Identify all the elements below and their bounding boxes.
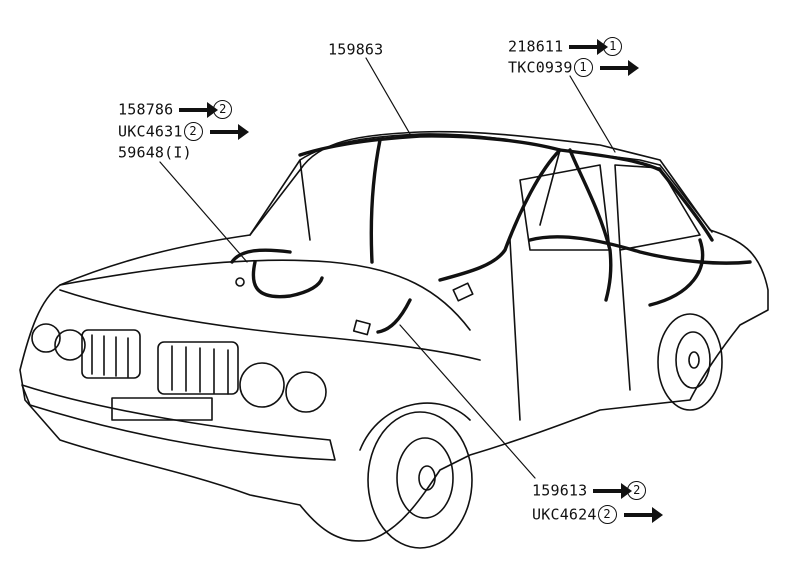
connector-front xyxy=(452,282,474,302)
leader-159613 xyxy=(399,324,536,479)
note-circle-icon: 2 xyxy=(183,122,203,141)
front-harness-wire xyxy=(230,248,292,264)
leader-218611 xyxy=(569,75,616,153)
arrow-icon xyxy=(179,101,219,118)
headlamp-4 xyxy=(285,371,327,413)
front-harness-wire-2 xyxy=(251,260,324,299)
bonnet-line xyxy=(59,259,471,331)
grille-left xyxy=(81,329,141,379)
arrow-icon xyxy=(209,123,249,140)
part-number-158786: 158786 xyxy=(118,100,174,119)
number-plate xyxy=(111,397,213,421)
part-number-ukc4624: UKC4624 xyxy=(532,505,597,524)
door-line xyxy=(509,239,631,421)
car-body-outline xyxy=(19,130,769,542)
bonnet-front xyxy=(59,289,481,361)
connector-body xyxy=(352,319,371,336)
part-number-tkc0939: TKC0939 xyxy=(508,58,573,77)
arrow-icon xyxy=(599,59,639,76)
headlamp-1 xyxy=(31,323,61,353)
body-wire-run xyxy=(438,148,562,282)
front-bumper xyxy=(21,384,336,461)
part-number-59648: 59648(I) xyxy=(118,143,192,162)
headlamp-3 xyxy=(239,362,285,408)
headlamp-2 xyxy=(54,329,86,361)
grille-right xyxy=(157,341,239,395)
a-post-wire xyxy=(369,138,382,264)
front-wheel xyxy=(367,411,473,549)
rear-window xyxy=(659,164,713,233)
leader-159863 xyxy=(365,57,411,135)
connector-front-end xyxy=(235,277,245,287)
note-circle-icon: 1 xyxy=(573,58,593,77)
front-wheel-arch xyxy=(359,402,471,451)
rear-wheel xyxy=(657,313,723,411)
arrow-icon xyxy=(623,506,663,523)
label-59648: 59648(I) xyxy=(118,143,192,162)
b-post-wire xyxy=(568,148,613,302)
arrow-icon xyxy=(569,38,609,55)
windscreen-frame xyxy=(249,133,561,236)
grille-bars xyxy=(91,334,229,395)
leader-lines xyxy=(159,57,616,479)
part-number-159613: 159613 xyxy=(532,481,588,500)
body-harness-wire xyxy=(376,298,412,334)
part-number-159863: 159863 xyxy=(328,40,384,59)
part-number-ukc4631: UKC4631 xyxy=(118,122,183,141)
leader-158786 xyxy=(159,161,248,263)
rear-branch xyxy=(648,238,705,307)
arrow-icon xyxy=(593,482,633,499)
roof-harness-wire xyxy=(298,134,714,242)
part-number-218611: 218611 xyxy=(508,37,564,56)
a-pillar xyxy=(299,159,311,241)
wiring-harnesses xyxy=(230,134,752,334)
note-circle-icon: 2 xyxy=(597,505,617,524)
rear-loom xyxy=(528,235,752,265)
label-159863: 159863 xyxy=(328,40,383,59)
